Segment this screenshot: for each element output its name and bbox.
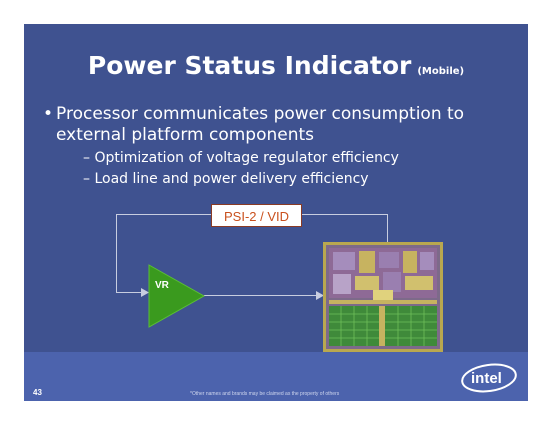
title-suffix: (Mobile) [417,66,465,77]
wire-top-right [302,214,387,215]
wire-left-vertical [116,214,117,292]
voltage-regulator-triangle [148,264,206,328]
disclaimer-text: *Other names and brands may be claimed a… [190,391,340,397]
wire-right-vertical [387,214,388,242]
title-text: Power Status Indicator [87,51,412,80]
main-bullet-text: Processor communicates power consumption… [56,104,465,145]
wire-into-vr [116,292,146,293]
sub-bullet-1: – Optimization of voltage regulator effi… [83,150,399,166]
main-bullet: • Processor communicates power consumpti… [43,104,506,146]
sub-bullet-2-text: Load line and power delivery efficiency [94,171,369,187]
svg-text:intel: intel [471,370,502,387]
intel-logo: intel [461,363,517,393]
psi-vid-label: PSI-2 / VID [211,204,302,227]
processor-die-icon [323,242,443,352]
vr-label: VR [155,280,169,291]
sub-bullet-2: – Load line and power delivery efficienc… [83,171,369,187]
wire-top-left [116,214,211,215]
footer-band [24,352,528,401]
slide: Power Status Indicator (Mobile) • Process… [24,24,528,401]
bullet-marker: • [43,104,54,124]
sub-bullet-1-text: Optimization of voltage regulator effici… [94,150,399,166]
arrow-into-vr-icon [141,288,149,297]
slide-title: Power Status Indicator (Mobile) [24,51,528,80]
arrow-into-chip-icon [316,291,324,300]
page-number: 43 [33,388,42,397]
wire-vr-to-chip [204,295,320,296]
